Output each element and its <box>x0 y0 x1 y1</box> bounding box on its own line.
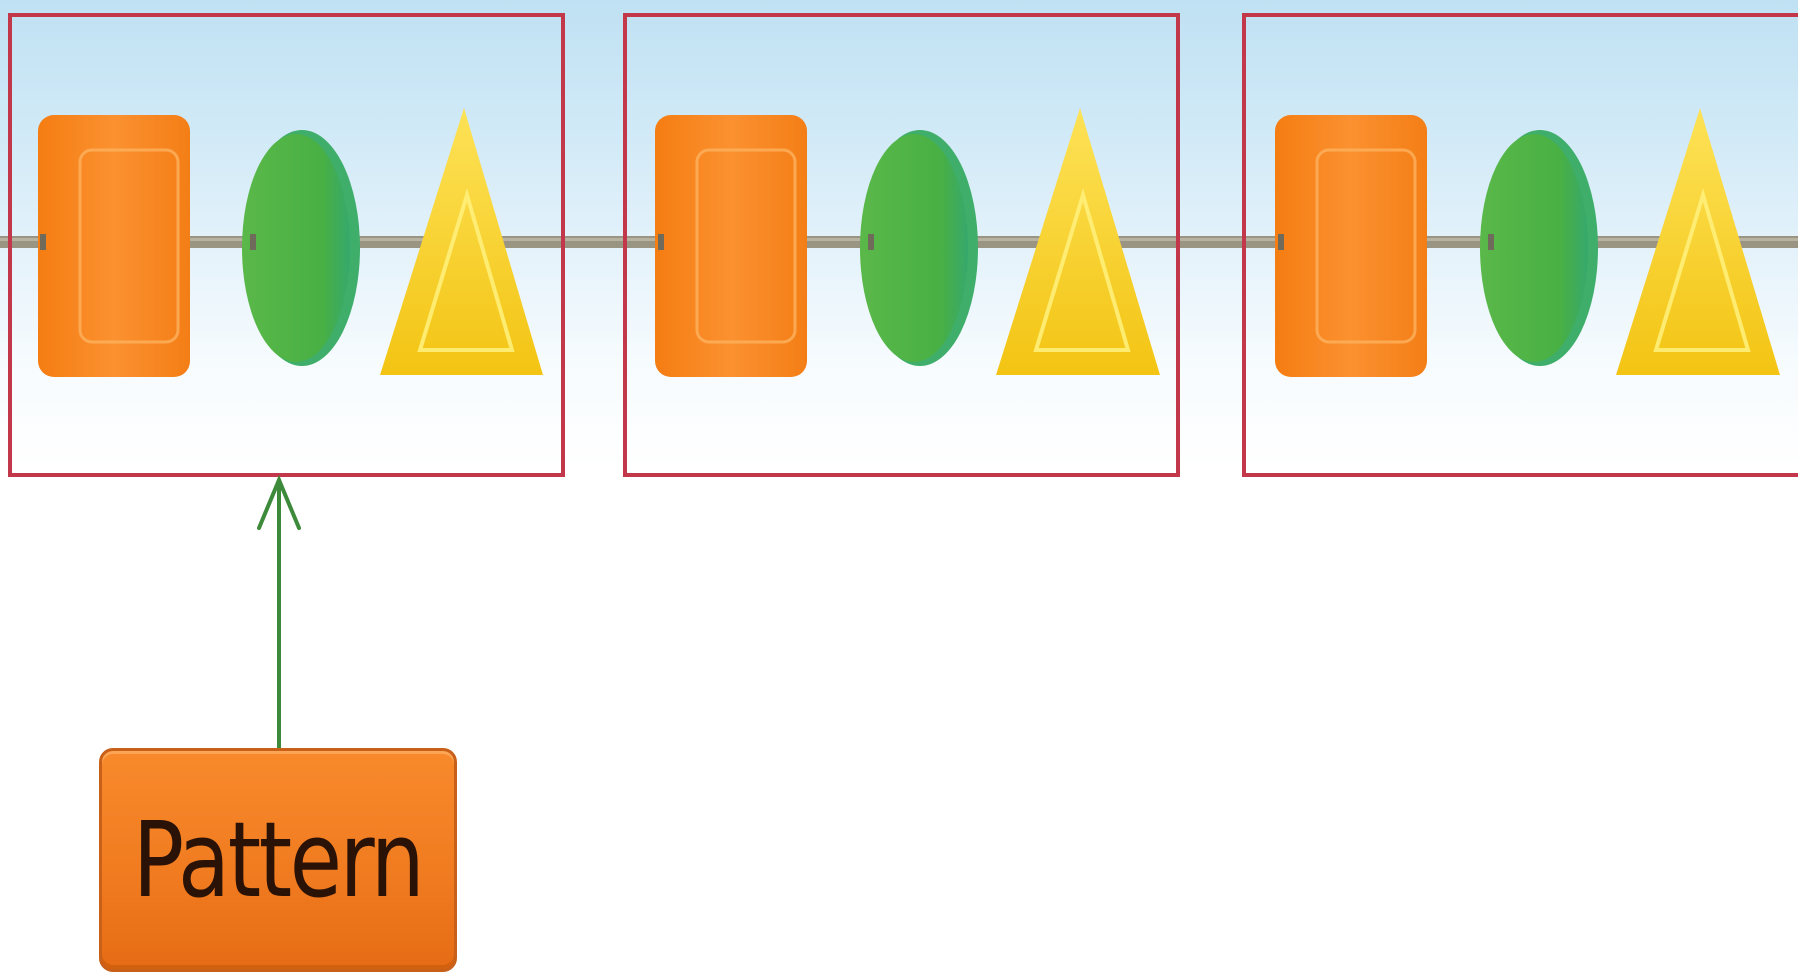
circle-bead <box>860 130 978 366</box>
pattern-group-1 <box>8 13 565 477</box>
pattern-frame-2 <box>623 13 1180 477</box>
square-bead <box>655 115 807 377</box>
pointer-arrow <box>257 474 301 752</box>
pattern-frame-3 <box>1242 13 1798 477</box>
pattern-frame-1 <box>8 13 565 477</box>
triangle-bead <box>1616 108 1780 375</box>
string-knots <box>40 234 1494 250</box>
pattern-label-text: Pattern <box>133 799 425 921</box>
square-bead <box>38 115 190 377</box>
pattern-group-3 <box>1242 13 1798 477</box>
circle-bead <box>1480 130 1598 366</box>
square-bead <box>1275 115 1427 377</box>
triangle-bead <box>380 108 543 375</box>
pattern-group-2 <box>623 13 1180 477</box>
pattern-label: Pattern <box>99 748 457 972</box>
triangle-bead <box>996 108 1160 375</box>
circle-bead <box>242 130 360 366</box>
